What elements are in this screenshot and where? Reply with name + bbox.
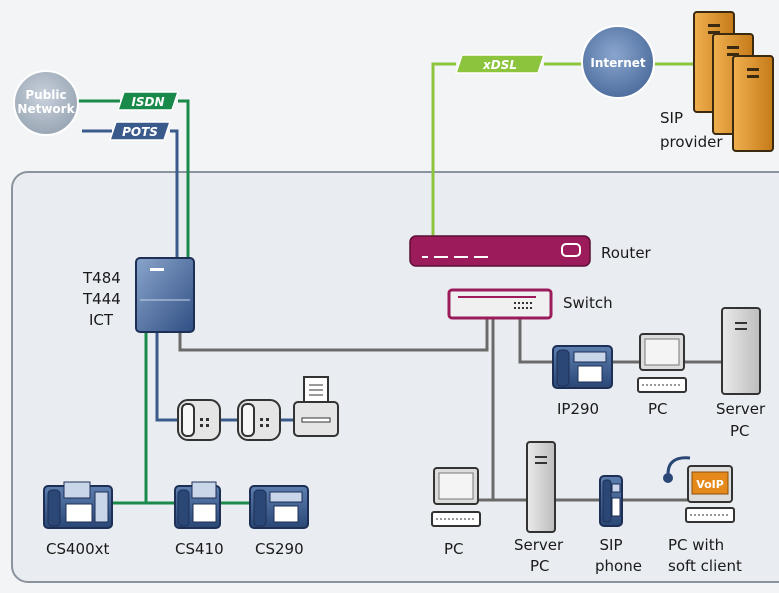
pc-top [637,333,687,393]
isdn-line [178,99,190,262]
cs400xt-phone [43,481,113,529]
pbx-model-1: T484 [82,269,121,287]
analog-phone-1 [177,399,221,441]
sip-provider-servers [693,11,774,152]
cs290-phone [249,485,309,529]
fax-machine [293,376,339,437]
voip-badge: VoIP [696,478,724,491]
analog-phone-2 [237,399,281,441]
public-network-label-2: Network [17,102,75,116]
headset-icon [666,456,691,475]
server-pc-top [721,307,761,395]
public-network-cloud: Public Network [13,70,79,136]
cs410-label: CS410 [175,540,224,558]
pots-tag: POTS [108,121,172,141]
server-pc-bottom [526,441,556,533]
lan-panel [11,171,779,583]
pbx-model-3: ICT [89,311,114,329]
internet-cloud: Internet [581,25,655,99]
switch-label: Switch [563,294,613,312]
server-pc-top-label-1: Server [716,400,766,418]
server-pc-bottom-label-1: Server [514,536,564,554]
pc-top-label: PC [648,400,668,418]
pc-soft-client-label-2: soft client [668,557,742,575]
sip-provider-label-1: SIP [660,109,683,127]
xdsl-label: xDSL [482,58,517,72]
pbx-model-2: T444 [82,290,121,308]
isdn-label: ISDN [131,95,164,109]
pots-label: POTS [122,125,158,139]
server-pc-bottom-label-2: PC [530,557,550,575]
pots-line [170,129,179,262]
pc-bottom-label: PC [444,540,464,558]
public-network-label-1: Public [25,88,66,102]
pbx-device [135,257,195,333]
switch-device [447,288,553,320]
xdsl-line-left [431,62,456,238]
pc-soft-client: VoIP [663,456,735,523]
pbx-switch-line [178,318,489,352]
server-pc-top-label-2: PC [730,422,750,440]
sip-phone [599,475,623,527]
sip-provider-label-2: provider [660,133,723,151]
router-device [409,235,591,267]
sip-phone-label-1: SIP [600,536,623,554]
sip-phone-label-2: phone [595,557,642,575]
ip290-phone [552,345,613,389]
cs290-label: CS290 [255,540,304,558]
isdn-tag: ISDN [116,91,180,111]
xdsl-tag: xDSL [454,54,546,74]
cs400xt-label: CS400xt [46,540,110,558]
analog-line [155,330,178,422]
internet-label: Internet [590,56,645,70]
cs410-phone [174,481,221,529]
router-label: Router [601,244,652,262]
pc-bottom [431,467,481,527]
switch-ip290-line [518,318,553,364]
pc-soft-client-label-1: PC with [668,536,724,554]
ip290-label: IP290 [557,400,599,418]
